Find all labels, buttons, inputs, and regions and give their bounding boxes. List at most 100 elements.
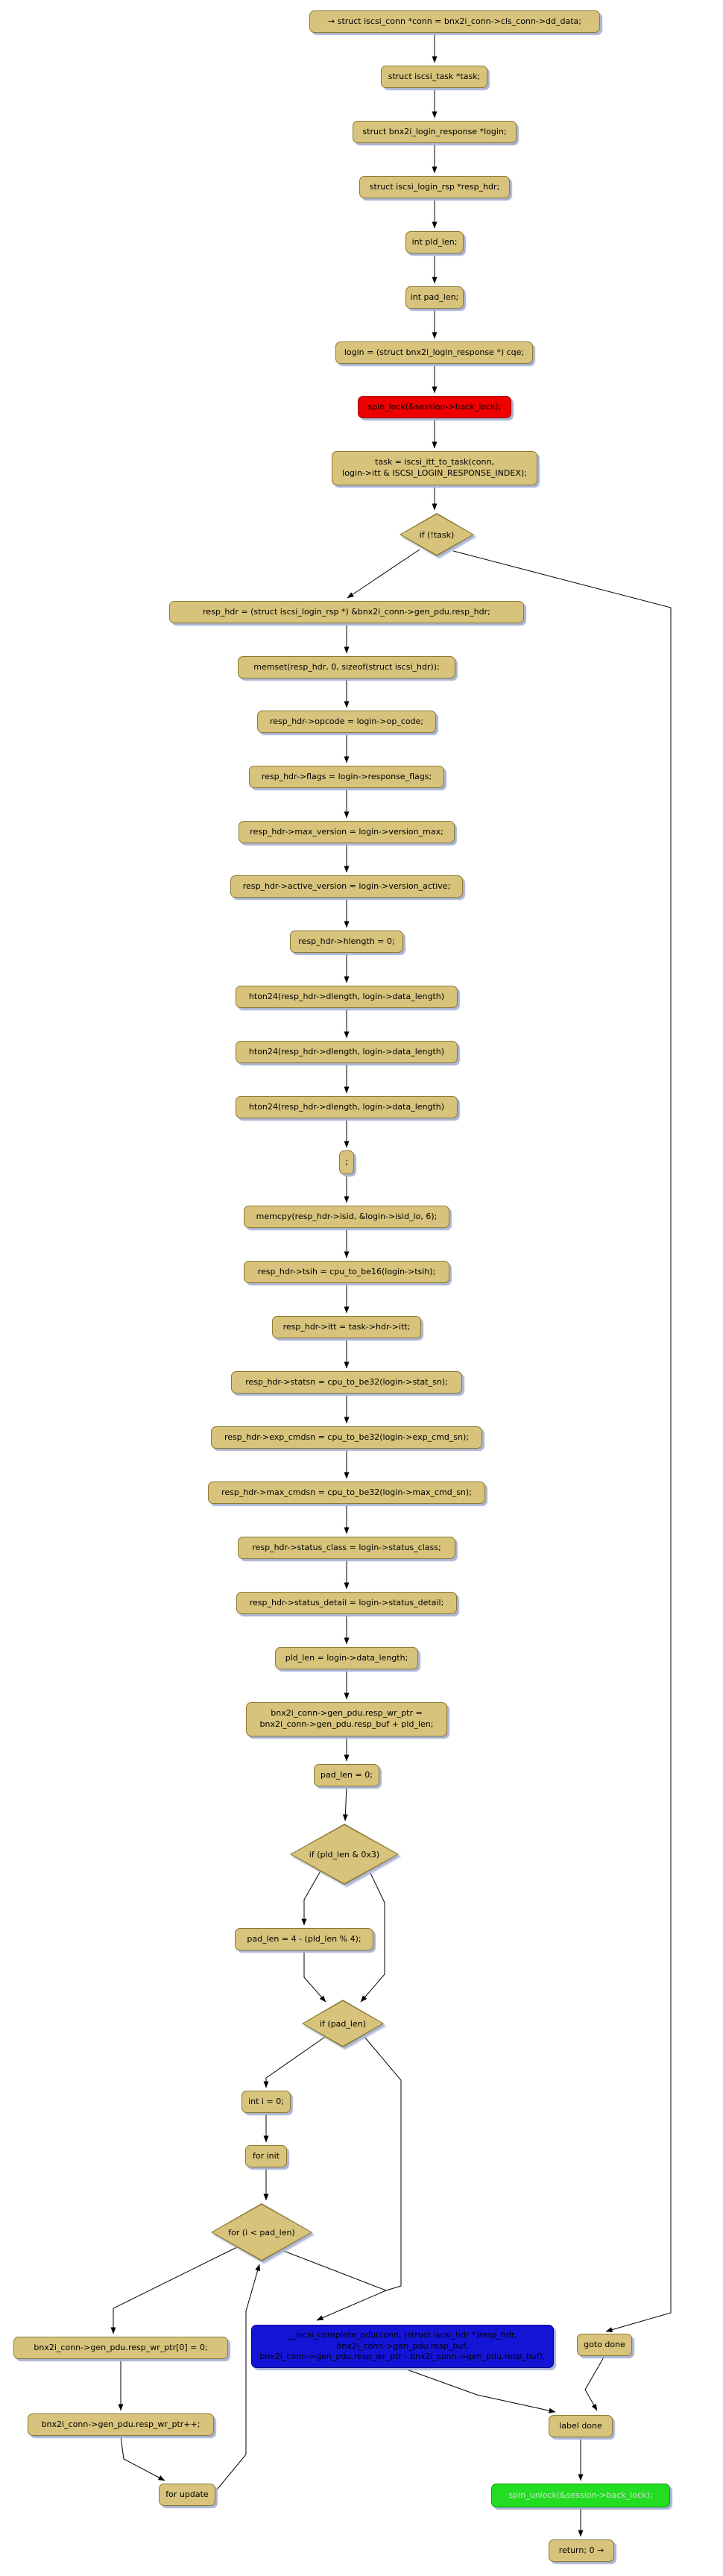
node-text: if (!task) — [419, 529, 455, 540]
node-text: resp_hdr->opcode = login->op_code; — [269, 716, 424, 726]
node-hton24-2: hton24(resp_hdr->dlength, login->data_le… — [236, 1041, 458, 1063]
node-text: resp_hdr->tsih = cpu_to_be16(login->tsih… — [257, 1266, 436, 1276]
node-resp-wr-ptr-inc: bnx2i_conn->gen_pdu.resp_wr_ptr++; — [28, 2413, 214, 2436]
node-for-update: for update — [159, 2484, 215, 2506]
node-text: login = (struct bnx2i_login_response *) … — [344, 347, 525, 357]
node-goto-done: goto done — [577, 2334, 632, 2356]
node-hlength: resp_hdr->hlength = 0; — [290, 930, 403, 953]
diamond-fill: for (i < pad_len) — [212, 2205, 311, 2260]
node-spin-lock: spin_lock(&session->back_lock); — [358, 396, 511, 418]
node-text: struct iscsi_login_rsp *resp_hdr; — [369, 181, 500, 192]
node-exp-cmdsn: resp_hdr->exp_cmdsn = cpu_to_be32(login-… — [211, 1426, 482, 1449]
diamond-fill: if (!task) — [401, 514, 473, 555]
decision-for-loop: for (i < pad_len) — [211, 2203, 312, 2261]
node-opcode: resp_hdr->opcode = login->op_code; — [257, 711, 436, 733]
node-text: memcpy(resp_hdr->isid, &login->isid_lo, … — [256, 1211, 438, 1221]
node-text: task = iscsi_itt_to_task(conn, login->it… — [342, 457, 527, 478]
node-itt: resp_hdr->itt = task->hdr->itt; — [272, 1316, 421, 1338]
node-iscsi-complete-pdu: __iscsi_complete_pdu(conn, (struct iscsi… — [251, 2325, 554, 2368]
diamond-fill: if (pld_len & 0x3) — [291, 1825, 397, 1883]
node-text: resp_hdr = (struct iscsi_login_rsp *) &b… — [203, 606, 490, 617]
decision-if-pad-len: if (pad_len) — [302, 2000, 384, 2047]
node-hton24-3: hton24(resp_hdr->dlength, login->data_le… — [236, 1096, 458, 1118]
node-memcpy-isid: memcpy(resp_hdr->isid, &login->isid_lo, … — [244, 1206, 449, 1228]
node-text: pld_len = login->data_length; — [285, 1652, 408, 1663]
node-empty-stmt: ; — [339, 1150, 354, 1174]
node-text: resp_hdr->statsn = cpu_to_be32(login->st… — [245, 1376, 448, 1387]
node-spin-unlock: spin_unlock(&session->back_lock); — [491, 2484, 670, 2507]
node-text: hton24(resp_hdr->dlength, login->data_le… — [248, 1046, 445, 1056]
diamond-border: for (i < pad_len) — [211, 2203, 312, 2261]
node-pad-len-calc: pad_len = 4 - (pld_len % 4); — [235, 1928, 373, 1950]
node-text: if (pld_len & 0x3) — [309, 1849, 380, 1859]
node-text: hton24(resp_hdr->dlength, login->data_le… — [248, 1101, 445, 1112]
node-for-init: for init — [245, 2145, 287, 2167]
node-text: resp_hdr->exp_cmdsn = cpu_to_be32(login-… — [224, 1432, 470, 1442]
node-resp-hdr-assign: resp_hdr = (struct iscsi_login_rsp *) &b… — [169, 601, 524, 623]
node-resp-wr-ptr-assign: bnx2i_conn->gen_pdu.resp_wr_ptr = bnx2i_… — [246, 1702, 447, 1736]
node-decl-pld-len: int pld_len; — [405, 231, 464, 253]
node-text: int i = 0; — [248, 2096, 284, 2106]
node-text: int pld_len; — [411, 236, 458, 247]
node-decl-login: struct bnx2i_login_response *login; — [353, 121, 517, 143]
node-text: __iscsi_complete_pdu(conn, (struct iscsi… — [259, 2329, 546, 2362]
node-text: for update — [165, 2489, 209, 2499]
node-status-class: resp_hdr->status_class = login->status_c… — [238, 1537, 455, 1559]
node-label-done: label done — [549, 2415, 613, 2437]
node-resp-wr-ptr-zero: bnx2i_conn->gen_pdu.resp_wr_ptr[0] = 0; — [13, 2337, 228, 2359]
node-text: resp_hdr->hlength = 0; — [298, 936, 395, 946]
diamond-border: if (pad_len) — [302, 2000, 384, 2047]
node-decl-resp-hdr: struct iscsi_login_rsp *resp_hdr; — [359, 176, 510, 198]
node-text: pad_len = 0; — [321, 1769, 373, 1780]
node-int-i: int i = 0; — [241, 2091, 291, 2113]
node-text: resp_hdr->status_class = login->status_c… — [252, 1542, 441, 1552]
node-tsih: resp_hdr->tsih = cpu_to_be16(login->tsih… — [244, 1261, 449, 1283]
node-hton24-1: hton24(resp_hdr->dlength, login->data_le… — [236, 986, 458, 1008]
node-text: for init — [252, 2150, 280, 2161]
node-text: spin_lock(&session->back_lock); — [367, 401, 502, 412]
node-decl-pad-len: int pad_len; — [405, 286, 464, 309]
node-text: struct bnx2i_login_response *login; — [362, 126, 507, 136]
node-decl-task: struct iscsi_task *task; — [381, 66, 487, 88]
node-pad-len-zero: pad_len = 0; — [314, 1764, 379, 1786]
diamond-border: if (!task) — [400, 513, 474, 556]
node-text: pad_len = 4 - (pld_len % 4); — [247, 1933, 362, 1944]
node-text: resp_hdr->max_cmdsn = cpu_to_be32(login-… — [221, 1487, 472, 1497]
node-text: goto done — [584, 2339, 625, 2349]
node-text: hton24(resp_hdr->dlength, login->data_le… — [248, 991, 445, 1001]
node-entry-conn-decl: → struct iscsi_conn *conn = bnx2i_conn->… — [309, 10, 600, 33]
node-max-cmdsn: resp_hdr->max_cmdsn = cpu_to_be32(login-… — [208, 1481, 485, 1504]
node-text: resp_hdr->max_version = login->version_m… — [250, 826, 443, 837]
node-text: bnx2i_conn->gen_pdu.resp_wr_ptr = bnx2i_… — [259, 1708, 434, 1729]
node-text: label done — [559, 2420, 602, 2431]
node-text: bnx2i_conn->gen_pdu.resp_wr_ptr[0] = 0; — [34, 2342, 208, 2352]
node-statsn: resp_hdr->statsn = cpu_to_be32(login->st… — [231, 1371, 462, 1394]
node-text: bnx2i_conn->gen_pdu.resp_wr_ptr++; — [41, 2419, 201, 2429]
node-task-assign: task = iscsi_itt_to_task(conn, login->it… — [332, 451, 537, 485]
node-status-detail: resp_hdr->status_detail = login->status_… — [236, 1592, 457, 1614]
node-text: memset(resp_hdr, 0, sizeof(struct iscsi_… — [253, 661, 440, 672]
diamond-border: if (pld_len & 0x3) — [290, 1824, 399, 1885]
decision-if-not-task: if (!task) — [400, 513, 474, 556]
node-text: for (i < pad_len) — [228, 2227, 295, 2238]
node-text: ; — [345, 1156, 348, 1167]
node-text: spin_unlock(&session->back_lock); — [508, 2490, 653, 2500]
decision-if-pld-len-and-3: if (pld_len & 0x3) — [290, 1824, 399, 1885]
node-text: return; 0 → — [558, 2545, 604, 2555]
node-text: int pad_len; — [410, 292, 459, 302]
node-active-version: resp_hdr->active_version = login->versio… — [230, 875, 463, 898]
node-login-assign: login = (struct bnx2i_login_response *) … — [335, 341, 533, 364]
node-text: resp_hdr->itt = task->hdr->itt; — [282, 1321, 411, 1332]
node-flags: resp_hdr->flags = login->response_flags; — [249, 766, 444, 788]
node-max-version: resp_hdr->max_version = login->version_m… — [239, 821, 455, 843]
node-pld-len-assign: pld_len = login->data_length; — [275, 1647, 418, 1669]
node-text: resp_hdr->status_detail = login->status_… — [249, 1597, 444, 1607]
node-text: resp_hdr->flags = login->response_flags; — [261, 771, 432, 781]
diamond-fill: if (pad_len) — [303, 2001, 382, 2046]
node-text: resp_hdr->active_version = login->versio… — [242, 881, 451, 891]
node-text: if (pad_len) — [319, 2018, 366, 2029]
node-text: struct iscsi_task *task; — [388, 71, 481, 81]
node-memset: memset(resp_hdr, 0, sizeof(struct iscsi_… — [238, 656, 455, 678]
